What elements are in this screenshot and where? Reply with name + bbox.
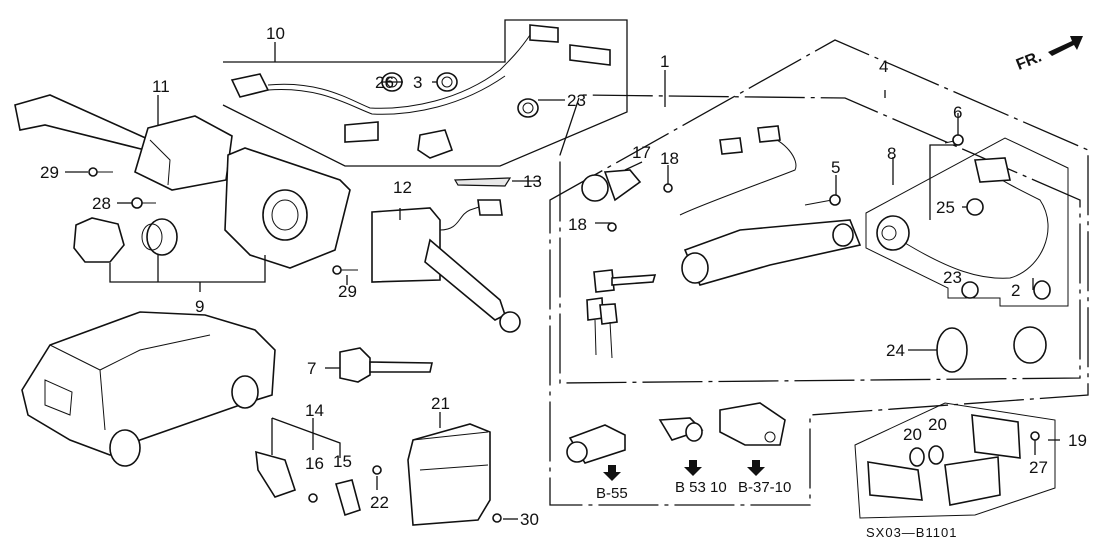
reference-part-b — [658, 417, 704, 442]
part-19-remote-transmitter[interactable] — [867, 414, 1021, 506]
group-outline-10 — [222, 19, 628, 167]
callout-2: 2 — [1011, 281, 1020, 300]
part-4-steering-lock[interactable] — [679, 125, 862, 286]
callout-4: 4 — [879, 57, 888, 76]
part-9-cable-reel[interactable] — [73, 147, 351, 269]
part-8-ignition-switch[interactable] — [876, 157, 1049, 279]
front-arrow-icon — [1048, 36, 1083, 56]
callout-22: 22 — [370, 493, 389, 512]
callout-28: 28 — [92, 194, 111, 213]
callout-6: 6 — [953, 103, 962, 122]
callout-30: 30 — [520, 510, 539, 529]
callout-11: 11 — [152, 77, 170, 96]
callout-29-left: 29 — [40, 163, 59, 182]
key-set[interactable] — [586, 269, 657, 359]
group-outline-19 — [854, 402, 1056, 519]
callout-12: 12 — [393, 178, 412, 197]
callout-26: 26 — [375, 73, 394, 92]
callout-23-top: 23 — [567, 91, 586, 110]
reference-part-a — [566, 424, 626, 464]
group-outline-8 — [865, 137, 1069, 307]
group-outline-1 — [549, 39, 1089, 506]
reference-arrow-c-icon — [747, 460, 765, 476]
group-outline-4 — [559, 94, 1081, 384]
part-28-bolt[interactable] — [131, 197, 156, 209]
reference-part-c — [719, 402, 786, 446]
part-29-screw-center[interactable] — [332, 265, 358, 275]
part-17-lock-cylinder-housing[interactable] — [581, 169, 642, 202]
part-15-switch-cover[interactable] — [335, 479, 361, 517]
callout-20-b: 20 — [928, 415, 947, 434]
part-3-clamp[interactable] — [436, 72, 458, 92]
part-22-clip[interactable] — [372, 465, 382, 475]
vehicle-illustration — [21, 311, 276, 467]
part-5-bolt[interactable] — [804, 194, 841, 206]
callout-3: 3 — [413, 73, 422, 92]
reference-arrow-b-icon — [684, 460, 702, 476]
callout-20-a: 20 — [903, 425, 922, 444]
part-14-switch[interactable] — [255, 450, 297, 498]
leader-9 — [109, 255, 266, 292]
callout-25: 25 — [936, 198, 955, 217]
callout-18-upper: 18 — [660, 149, 679, 168]
part-23-clamp[interactable] — [517, 98, 539, 118]
leader-14 — [271, 417, 341, 458]
part-7-key[interactable] — [339, 347, 433, 383]
part-16-screw[interactable] — [308, 493, 318, 503]
part-10-wire-harness[interactable] — [230, 24, 611, 159]
part-18-screw-lower[interactable] — [607, 222, 617, 232]
part-18-screw-upper[interactable] — [663, 183, 673, 193]
reference-arrow-a-icon — [603, 465, 621, 481]
part-12-wiper-switch[interactable] — [371, 199, 521, 333]
callouts: 11 10 26 3 23 29 28 12 13 29 9 7 14 16 1… — [40, 24, 1087, 529]
part-6-screw[interactable] — [944, 134, 964, 146]
part-23-clamp-lower[interactable] — [961, 281, 979, 299]
part-30-screw[interactable] — [492, 513, 502, 523]
front-direction-indicator: FR. — [1014, 36, 1083, 74]
callout-23-lower: 23 — [943, 268, 962, 287]
front-direction-label: FR. — [1014, 48, 1044, 73]
reference-b-55[interactable]: B-55 — [596, 485, 628, 502]
part-21-control-unit[interactable] — [407, 423, 491, 526]
part-25-clamp[interactable] — [966, 198, 984, 216]
part-2-clamp[interactable] — [1033, 280, 1051, 300]
part-27-screw[interactable] — [1030, 431, 1040, 441]
part-13-strip[interactable] — [453, 177, 512, 187]
part-20-battery-a[interactable] — [909, 447, 925, 467]
callout-9: 9 — [195, 297, 204, 316]
callout-15: 15 — [333, 452, 352, 471]
reference-b-37-10[interactable]: B-37-10 — [738, 479, 791, 496]
part-29-screw-left[interactable] — [88, 167, 113, 177]
leader-lines — [65, 42, 1060, 520]
callout-5: 5 — [831, 158, 840, 177]
callout-18-lower: 18 — [568, 215, 587, 234]
reference-b-53-10[interactable]: B 53 10 — [675, 479, 727, 496]
callout-24: 24 — [886, 341, 905, 360]
part-20-battery-b[interactable] — [928, 445, 944, 465]
callout-14: 14 — [305, 401, 324, 420]
callout-8: 8 — [887, 144, 896, 163]
callout-7: 7 — [307, 359, 316, 378]
callout-1: 1 — [660, 52, 669, 71]
callout-27: 27 — [1029, 458, 1048, 477]
callout-17: 17 — [632, 143, 651, 162]
drawing-code: SX03—B1101 — [866, 525, 957, 540]
callout-19: 19 — [1068, 431, 1087, 450]
callout-21: 21 — [431, 394, 450, 413]
part-24-cable-tie[interactable] — [936, 326, 1047, 373]
callout-10: 10 — [266, 24, 285, 43]
part-11-turn-signal-switch[interactable] — [14, 94, 233, 191]
callout-16: 16 — [305, 454, 324, 473]
callout-13: 13 — [523, 172, 542, 191]
callout-29-center: 29 — [338, 282, 357, 301]
